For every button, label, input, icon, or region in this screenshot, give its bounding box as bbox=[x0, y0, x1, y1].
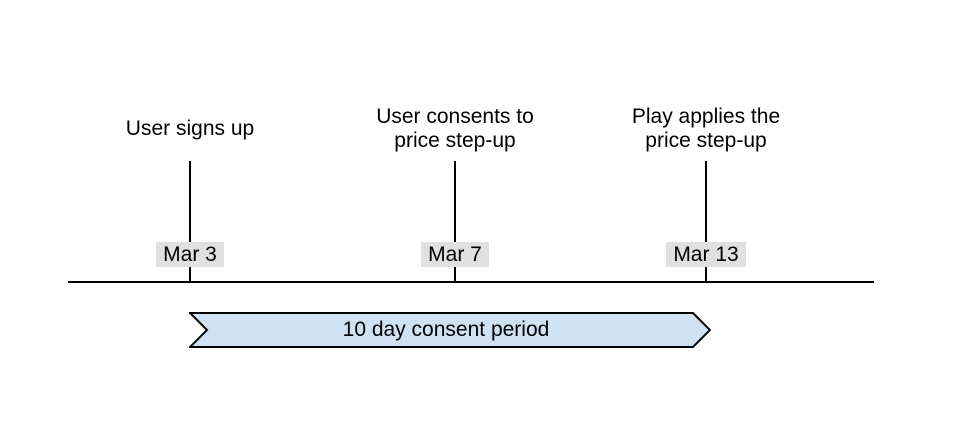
event-date-row: Mar 3 bbox=[75, 242, 305, 267]
event-tick bbox=[705, 161, 707, 281]
timeline-event-signup: User signs up Mar 3 bbox=[75, 0, 305, 446]
timeline-event-consent: User consents to price step-up Mar 7 bbox=[340, 0, 570, 446]
event-date-badge: Mar 3 bbox=[156, 242, 224, 267]
event-tick bbox=[454, 161, 456, 281]
consent-period-arrow-shape bbox=[189, 312, 711, 348]
event-label: User consents to price step-up bbox=[376, 105, 534, 152]
event-label: User signs up bbox=[125, 117, 255, 140]
event-date-badge: Mar 13 bbox=[666, 242, 746, 267]
event-date-row: Mar 7 bbox=[340, 242, 570, 267]
consent-period-label: 10 day consent period bbox=[342, 318, 550, 341]
consent-period-arrow bbox=[189, 312, 711, 348]
event-date-row: Mar 13 bbox=[591, 242, 821, 267]
timeline-event-apply: Play applies the price step-up Mar 13 bbox=[591, 0, 821, 446]
event-tick bbox=[189, 161, 191, 281]
timeline-axis bbox=[68, 281, 874, 283]
event-label: Play applies the price step-up bbox=[631, 105, 781, 152]
event-date-badge: Mar 7 bbox=[421, 242, 489, 267]
